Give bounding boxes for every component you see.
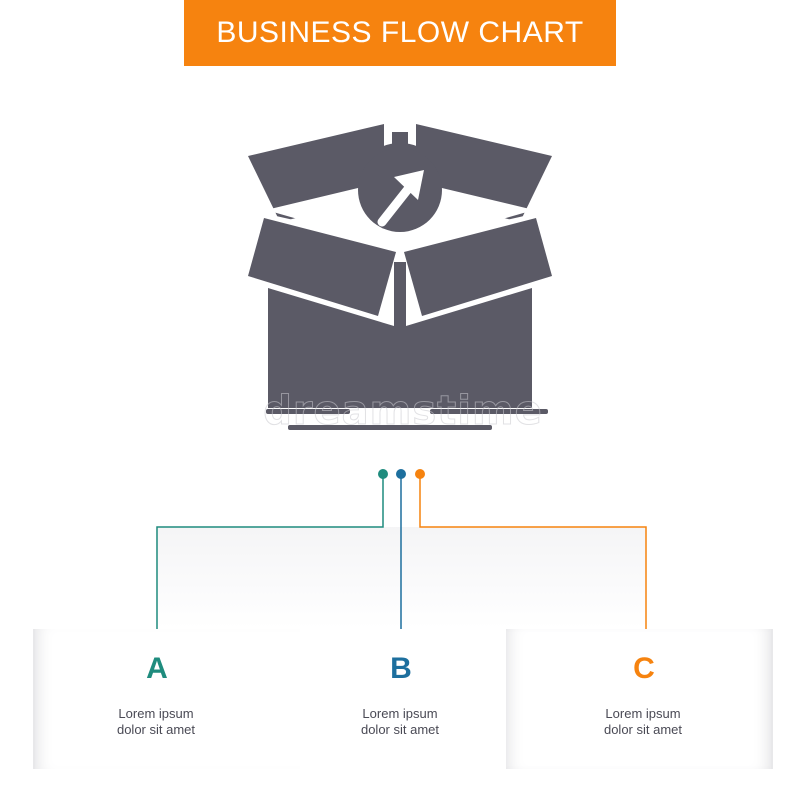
node-dot-a xyxy=(378,469,388,479)
branch-letter-b: B xyxy=(390,652,412,685)
branch-text-a-line1: Lorem ipsum xyxy=(118,706,194,721)
branch-text-b: Lorem ipsum dolor sit amet xyxy=(320,706,480,738)
ground-line-right xyxy=(430,409,548,414)
ground-line-bottom xyxy=(288,425,492,430)
title-banner: BUSINESS FLOW CHART xyxy=(184,0,616,66)
open-box-gear-arrow-icon xyxy=(248,124,552,430)
branch-text-a-line2: dolor sit amet xyxy=(116,722,196,737)
box-body-left xyxy=(268,288,394,408)
node-dot-c xyxy=(415,469,425,479)
watermark-text: dreamstime xyxy=(263,388,543,435)
branch-letter-c: C xyxy=(633,652,655,685)
branch-text-a: Lorem ipsum dolor sit amet xyxy=(76,706,236,738)
connector-a xyxy=(156,474,384,636)
branch-text-b-line1: Lorem ipsum xyxy=(362,706,438,721)
chart-title: BUSINESS FLOW CHART xyxy=(216,16,584,49)
branch-text-c-line1: Lorem ipsum xyxy=(605,706,681,721)
box-body-right xyxy=(406,288,532,408)
branch-letter-a: A xyxy=(146,652,168,685)
connector-c xyxy=(419,474,647,636)
node-dot-b xyxy=(396,469,406,479)
branch-card-a xyxy=(33,629,302,769)
branch-card-c xyxy=(506,629,773,769)
branch-text-c-line2: dolor sit amet xyxy=(603,722,683,737)
ground-line-left xyxy=(266,409,350,414)
branch-text-c: Lorem ipsum dolor sit amet xyxy=(563,706,723,738)
box-flap-front-left xyxy=(248,218,396,316)
branch-text-b-line2: dolor sit amet xyxy=(360,722,440,737)
box-flap-front-right xyxy=(404,218,552,316)
branch-card-b xyxy=(300,629,503,769)
